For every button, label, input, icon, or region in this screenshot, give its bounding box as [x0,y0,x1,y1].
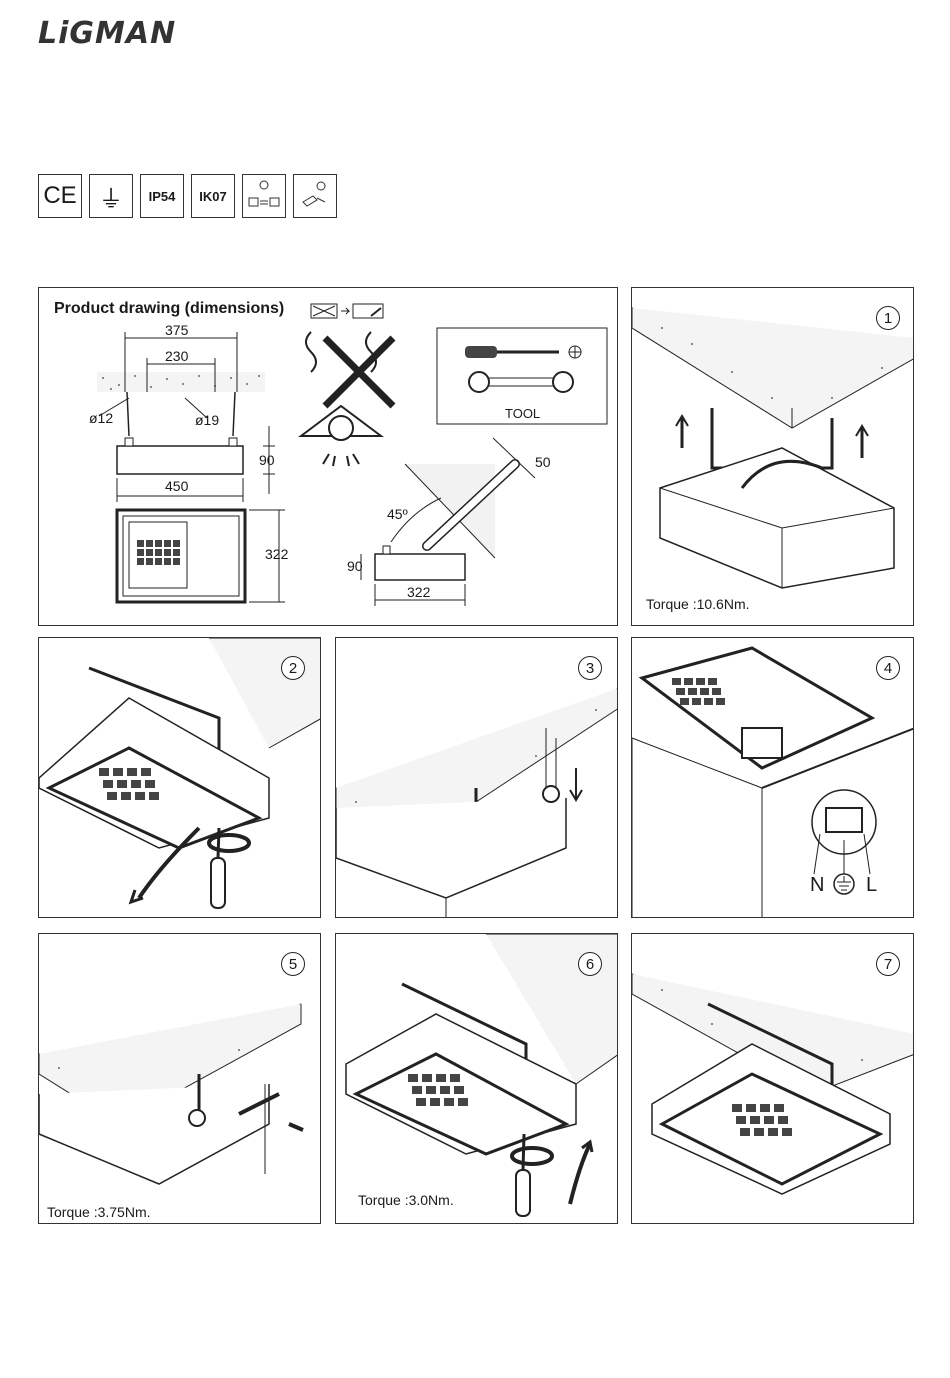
certification-icons: CE ⏚ IP54 IK07 [38,174,337,218]
product-drawing-title: Product drawing (dimensions) [54,300,284,318]
step-7-panel: 7 [631,933,914,1224]
step-number-5: 5 [281,952,305,976]
step-4-panel: 4 N L [631,637,914,918]
ik-rating-badge: IK07 [191,174,235,218]
step-number-7: 7 [876,952,900,976]
tool-label: TOOL [505,406,540,421]
dim-375: 375 [165,322,188,338]
step-3-panel: 3 [335,637,618,918]
dim-50: 50 [535,454,551,470]
dim-322-top: 322 [265,546,288,562]
step-number-4: 4 [876,656,900,680]
product-drawing-panel: Product drawing (dimensions) 375 230 ø12… [38,287,618,626]
step-number-6: 6 [578,952,602,976]
step-number-2: 2 [281,656,305,680]
step-2-panel: 2 [38,637,321,918]
dim-230: 230 [165,348,188,364]
dim-90-wall: 90 [347,558,363,574]
step-5-panel: 5 Torque :3.75Nm. [38,933,321,1224]
plug-connector-icon [293,174,337,218]
step-6-panel: 6 Torque :3.0Nm. [335,933,618,1224]
dim-phi19: ø19 [195,412,219,428]
dim-phi12: ø12 [89,410,113,426]
step-1-panel: 1 Torque :10.6Nm. [631,287,914,626]
dim-450: 450 [165,478,188,494]
dim-angle-45: 45º [387,506,408,522]
torque-step-6: Torque :3.0Nm. [358,1192,454,1208]
brand-logo: LiGMAN [38,16,176,51]
dim-322-wall: 322 [407,584,430,600]
torque-step-5: Torque :3.75Nm. [47,1204,151,1220]
wire-neutral-label: N [810,874,824,897]
sensor-swap-icon [242,174,286,218]
earth-ground-icon: ⏚ [89,174,133,218]
step-number-1: 1 [876,306,900,330]
ce-mark-icon: CE [38,174,82,218]
orientation-icon [309,302,389,322]
dim-90-side: 90 [259,452,275,468]
ip-rating-badge: IP54 [140,174,184,218]
torque-step-1: Torque :10.6Nm. [646,596,750,612]
step-number-3: 3 [578,656,602,680]
wire-live-label: L [866,874,877,897]
